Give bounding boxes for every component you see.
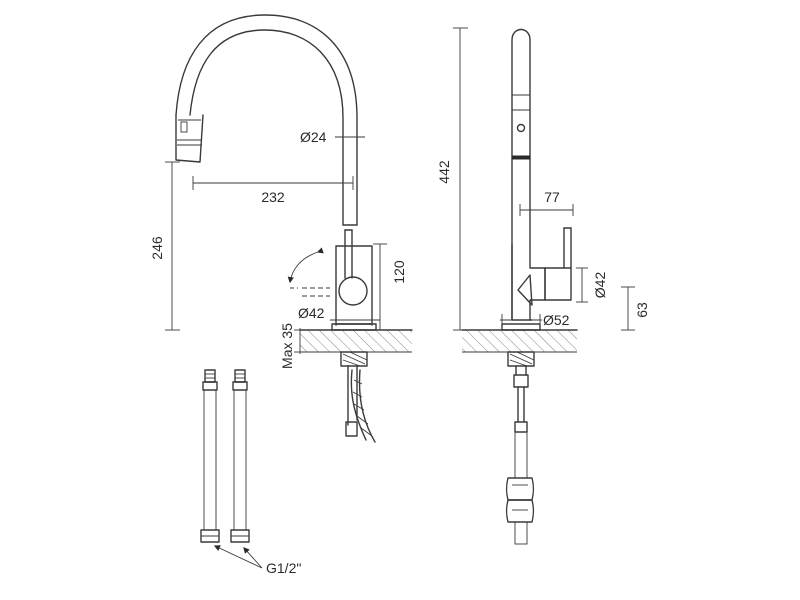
dimension-body-diameter-front: Ø42 bbox=[298, 305, 380, 326]
dimension-lever-length: 77 bbox=[519, 189, 574, 216]
front-spout bbox=[175, 14, 358, 226]
lever-rotation-indicator bbox=[287, 247, 330, 297]
spout-diameter-label: Ø24 bbox=[300, 129, 327, 145]
spout-height-label: 246 bbox=[149, 236, 165, 260]
base-height-label: 63 bbox=[634, 302, 650, 318]
front-body bbox=[331, 229, 377, 331]
lever-height-label: 120 bbox=[391, 260, 407, 284]
side-under-counter bbox=[505, 351, 535, 545]
hose-thread-callout: G1/2" bbox=[213, 545, 301, 576]
dimension-lever-height: 120 bbox=[373, 243, 407, 331]
dimension-spout-diameter: Ø24 bbox=[300, 129, 365, 145]
front-under-counter bbox=[340, 351, 376, 443]
hose-thread-label: G1/2" bbox=[266, 560, 301, 576]
lever-length-label: 77 bbox=[544, 189, 560, 205]
dimension-base-height: 63 bbox=[621, 286, 650, 331]
dimension-body-diameter-side: Ø42 bbox=[576, 267, 608, 303]
body-diameter-side-label: Ø42 bbox=[592, 272, 608, 299]
body-diameter-front-label: Ø42 bbox=[298, 305, 325, 321]
max-deck-label: Max 35 bbox=[279, 323, 295, 369]
side-spout bbox=[511, 28, 531, 321]
dimension-base-diameter: Ø52 bbox=[500, 312, 570, 328]
dimension-max-deck: Max 35 bbox=[279, 323, 306, 369]
reach-label: 232 bbox=[261, 189, 285, 205]
front-view: 232 Ø24 246 120 Ø42 bbox=[149, 14, 413, 443]
supply-hoses: G1/2" bbox=[200, 369, 301, 576]
total-height-label: 442 bbox=[436, 160, 452, 184]
front-countertop bbox=[299, 329, 413, 353]
dimension-spout-height: 246 bbox=[149, 161, 180, 331]
dimension-reach: 232 bbox=[192, 176, 354, 205]
side-countertop bbox=[461, 329, 578, 353]
base-diameter-label: Ø52 bbox=[543, 312, 570, 328]
dimension-total-height: 442 bbox=[436, 27, 468, 331]
side-view: 442 77 Ø42 63 Ø52 bbox=[436, 27, 650, 545]
supply-hose-left bbox=[200, 369, 220, 543]
supply-hose-right bbox=[230, 369, 250, 543]
